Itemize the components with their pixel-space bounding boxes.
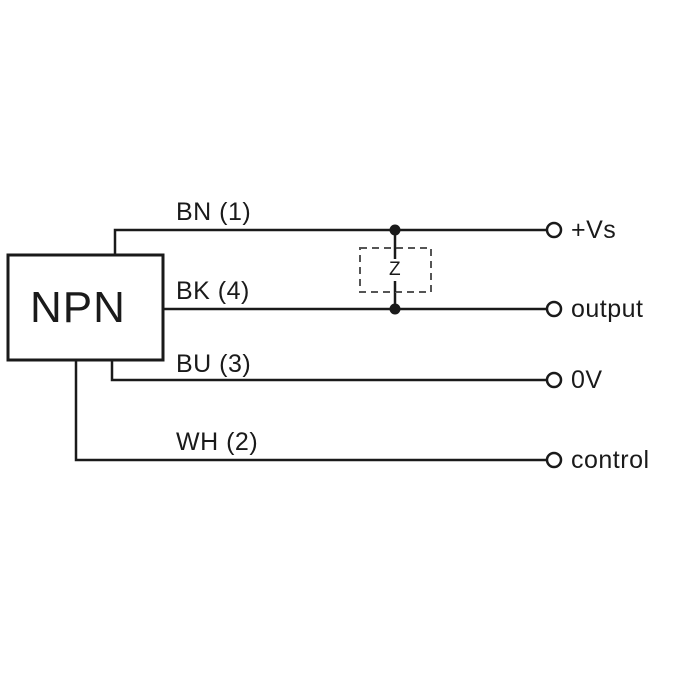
terminal-label-0v: 0V — [571, 366, 603, 394]
wire-bn-1 — [113, 228, 548, 255]
terminal-label-output: output — [571, 295, 644, 323]
wire-label-bn: BN (1) — [176, 198, 252, 226]
wire-label-bu: BU (3) — [176, 350, 252, 378]
wire-label-wh: WH (2) — [176, 428, 259, 456]
terminal-node-vs — [545, 221, 563, 239]
wire-wh-2 — [74, 360, 548, 462]
terminal-node-output — [545, 300, 563, 318]
terminal-node-0v — [545, 371, 563, 389]
npn-sensor-block — [6, 253, 165, 362]
terminal-label-vs: +Vs — [571, 216, 617, 244]
wire-label-bk: BK (4) — [176, 277, 250, 305]
terminal-label-control: control — [571, 446, 650, 474]
junction-dot-output — [389, 303, 401, 315]
terminal-node-control — [545, 451, 563, 469]
wire-bu-3 — [110, 360, 548, 382]
z-component-label: Z — [389, 259, 401, 280]
npn-block-label: NPN — [30, 283, 126, 332]
junction-dot-vs — [389, 224, 401, 236]
